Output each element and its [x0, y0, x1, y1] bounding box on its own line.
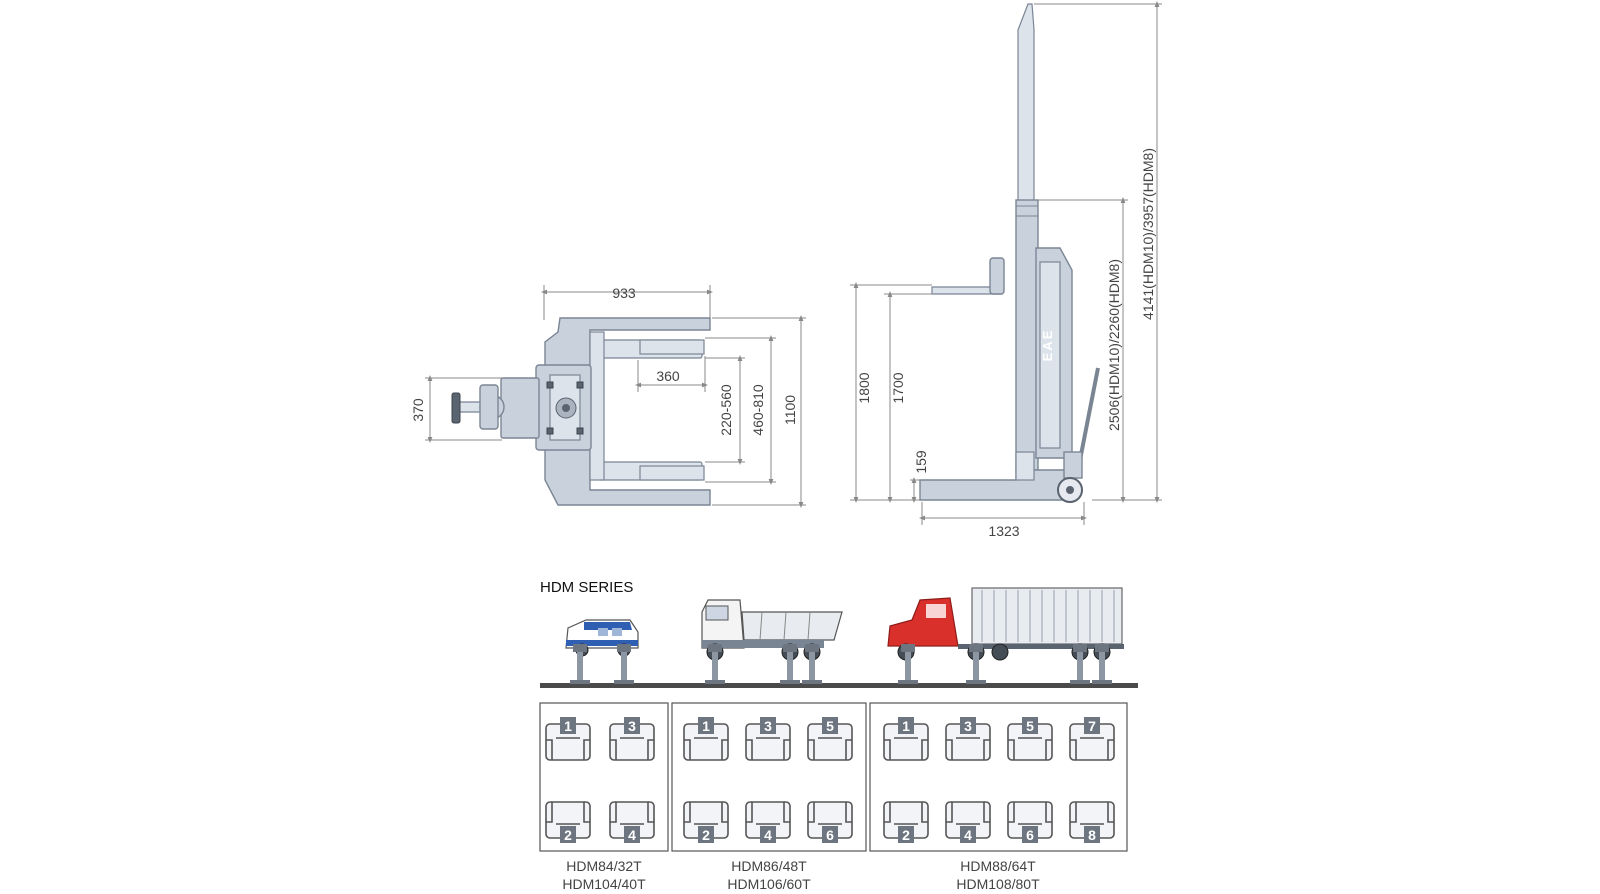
lift-number: 6	[1026, 827, 1034, 843]
lift-layout-group-2	[683, 723, 853, 839]
lift-number-badges: 1 3 2 4 1 3 5 2 4 6 1 3 5 7 2 4 6 8	[560, 717, 1100, 843]
dim-1800: 1800	[856, 372, 872, 403]
lift-number: 5	[1026, 718, 1034, 734]
model-caption: HDM106/60T	[727, 876, 811, 892]
group-frame-1	[539, 702, 669, 852]
dump-truck-icon	[701, 599, 843, 684]
model-caption: HDM108/80T	[956, 876, 1040, 892]
lift-number: 5	[826, 718, 834, 734]
side-view: EAE 1800 1700 159 1323 2506(HDM10)/2260(…	[850, 0, 1162, 539]
lift-number: 2	[564, 827, 572, 843]
lift-number: 3	[628, 718, 636, 734]
group-frame-2	[671, 702, 867, 852]
dim-933: 933	[612, 285, 636, 301]
model-caption: HDM104/40T	[562, 876, 646, 892]
lift-number: 1	[902, 718, 910, 734]
brand-logo: EAE	[1040, 329, 1055, 362]
dim-max-height: 4141(HDM10)/3957(HDM8)	[1140, 148, 1156, 320]
model-caption: HDM88/64T	[960, 858, 1036, 874]
series-title: HDM SERIES	[540, 579, 633, 596]
group-frame-3	[869, 702, 1128, 852]
dim-370: 370	[410, 398, 426, 422]
dim-159: 159	[913, 450, 929, 474]
dim-360: 360	[656, 368, 680, 384]
lift-number: 2	[702, 827, 710, 843]
dim-220-560: 220-560	[718, 384, 734, 436]
model-caption: HDM84/32T	[566, 858, 642, 874]
lift-number: 8	[1088, 827, 1096, 843]
lift-number: 7	[1088, 718, 1096, 734]
lift-number: 4	[964, 827, 972, 843]
lift-number: 1	[564, 718, 572, 734]
dim-1700: 1700	[890, 372, 906, 403]
semi-truck-icon	[887, 587, 1124, 684]
lift-number: 1	[702, 718, 710, 734]
lift-number: 4	[764, 827, 772, 843]
lift-layout-group-1	[545, 723, 655, 839]
lift-number: 3	[964, 718, 972, 734]
lift-number: 2	[902, 827, 910, 843]
lift-number: 4	[628, 827, 636, 843]
dim-1323: 1323	[988, 523, 1019, 539]
lift-layout-group-3	[883, 723, 1115, 839]
lift-number: 6	[826, 827, 834, 843]
dim-460-810: 460-810	[750, 384, 766, 436]
model-caption: HDM86/48T	[731, 858, 807, 874]
ground-line	[540, 683, 1138, 688]
lift-number: 3	[764, 718, 772, 734]
dim-1100: 1100	[782, 395, 798, 425]
van-icon	[565, 619, 639, 684]
top-view: 933 360 220-560 460-810 1100 370	[410, 285, 806, 508]
dim-mid-height: 2506(HDM10)/2260(HDM8)	[1106, 259, 1122, 431]
